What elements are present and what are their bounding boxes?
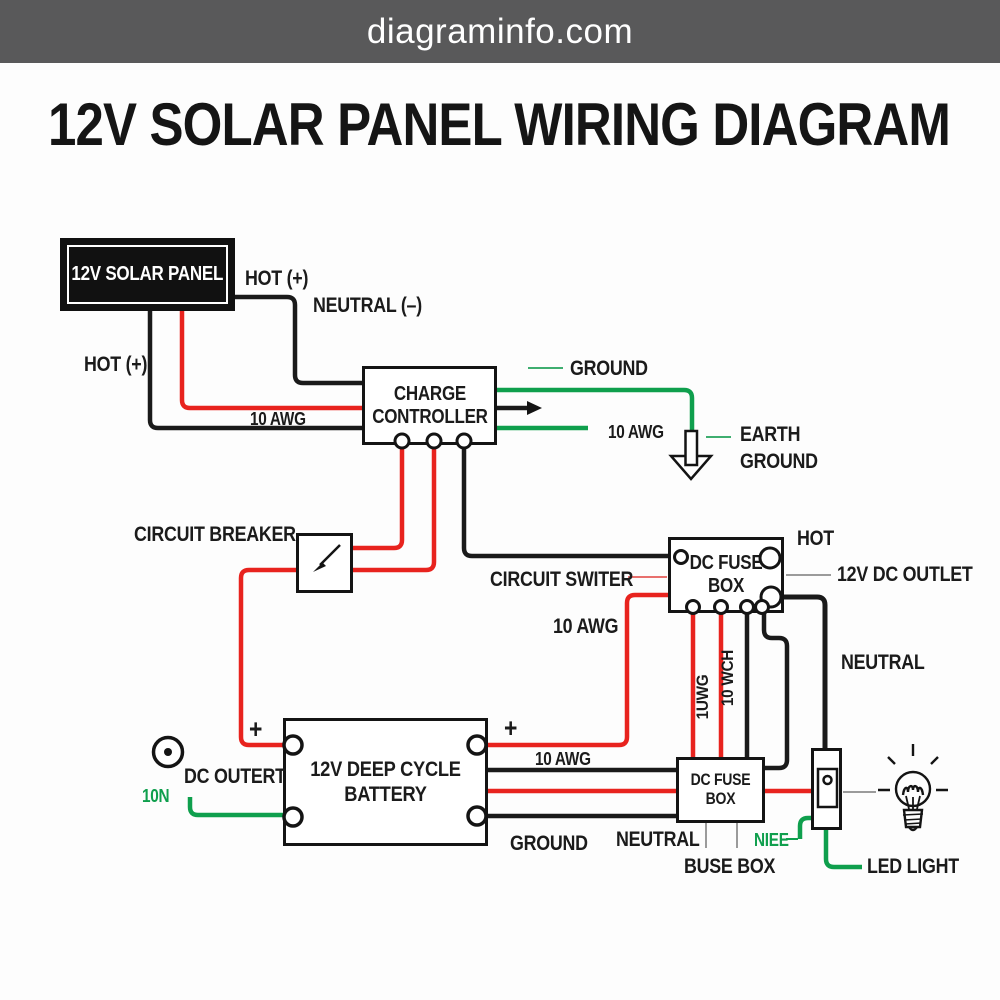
label-awg-vertical-1: 1UWG: [693, 674, 712, 720]
label-circuit-breaker: CIRCUIT BREAKER: [134, 523, 296, 546]
arrow-right-icon: [527, 401, 542, 415]
wire-battery-to-fusebox-top: [477, 592, 668, 748]
label-earth-ground: EARTH GROUND: [740, 423, 818, 473]
label-led-light: LED LIGHT: [867, 855, 959, 878]
outlet-pin: [164, 748, 172, 756]
terminal: [754, 599, 770, 615]
battery-box: 12V DEEP CYCLE BATTERY: [283, 718, 488, 846]
bulb-rays: [878, 744, 948, 792]
wire-outlet-to-battery: [187, 797, 283, 818]
label-10n: 10N: [142, 786, 170, 806]
label-hot-right: HOT: [797, 527, 834, 550]
breaker-arrow-icon: [313, 544, 341, 572]
green-wires: [187, 387, 862, 870]
charge-controller-label: CHARGE CONTROLLER: [371, 382, 488, 428]
circuit-breaker-box: [296, 533, 353, 593]
dc-outlet-icon: [151, 735, 185, 769]
label-neutral-right: NEUTRAL: [841, 651, 925, 674]
switch-button: [822, 774, 833, 786]
bulb-base: [902, 808, 924, 829]
label-neutral-bottom: NEUTRAL: [616, 828, 700, 851]
terminal: [739, 599, 755, 615]
label-dc-outlet-right: 12V DC OUTLET: [837, 563, 973, 586]
label-neutral-top: NEUTRAL (–): [313, 294, 422, 317]
terminal: [282, 734, 304, 756]
bulb-filament-legs: [905, 795, 921, 810]
switch-toggle-icon: [816, 767, 839, 809]
label-hot-top: HOT (+): [245, 267, 309, 290]
solar-panel-box: 12V SOLAR PANEL: [60, 238, 235, 311]
wire-panel-neutral: [235, 294, 362, 386]
label-awg-mid: 10 AWG: [553, 615, 619, 638]
terminal: [685, 599, 701, 615]
terminal: [758, 546, 782, 570]
wire-switch-to-led: [823, 830, 862, 870]
solar-panel-inner-border: 12V SOLAR PANEL: [67, 245, 228, 304]
wire-fusebox-to-switch: [782, 594, 828, 748]
bulb-base-threads: [902, 813, 924, 825]
dc-fuse-box-bottom-label: DC FUSE BOX: [690, 771, 751, 808]
wire-breaker-to-battery: [238, 446, 437, 748]
fusebox-terminals: [673, 546, 783, 615]
wire-ground-to-earth: [497, 387, 695, 432]
terminal: [425, 432, 443, 450]
label-circuit-switer: CIRCUIT SWITER: [490, 568, 634, 591]
label-dc-outert: DC OUTERT: [184, 765, 286, 788]
label-plus-right: +: [504, 713, 518, 743]
earth-ground-stem: [684, 429, 699, 467]
bulb-base-tip: [908, 826, 918, 832]
bulb-filament: [901, 784, 925, 796]
label-plus-left: +: [249, 714, 263, 744]
wire-controller-to-fusebox: [461, 446, 668, 559]
earth-ground-icon: [668, 429, 714, 481]
breaker-arrow-head: [313, 562, 326, 572]
wire-controller-to-breaker-1: [353, 446, 405, 551]
wire-fusebox-jog: [761, 611, 790, 771]
dc-fuse-box-bottom: DC FUSE BOX: [676, 757, 765, 823]
label-hot-left: HOT (+): [84, 353, 148, 376]
solar-panel-label: 12V SOLAR PANEL: [71, 263, 224, 285]
site-banner: diagraminfo.com: [0, 0, 1000, 63]
black-wires: [147, 294, 828, 819]
terminal: [282, 806, 304, 828]
terminal: [393, 432, 411, 450]
dc-fuse-box-top-label: DC FUSE BOX: [689, 552, 763, 597]
terminal: [466, 805, 488, 827]
site-banner-text: diagraminfo.com: [366, 11, 634, 51]
label-buse-box: BUSE BOX: [684, 855, 776, 878]
label-awg-panel: 10 AWG: [250, 409, 306, 429]
label-awg-battery: 10 AWG: [535, 749, 591, 769]
terminal: [673, 549, 689, 565]
wire-switch-ground: [797, 815, 811, 839]
label-awg-controller: 10 AWG: [608, 422, 664, 442]
wire-panel-hot-left: [147, 310, 362, 431]
label-niee: NIEE: [754, 830, 789, 850]
leader-lines: [528, 367, 876, 848]
label-awg-vertical-2: 10 WCH: [718, 649, 737, 707]
controller-terminals: [393, 432, 473, 450]
breaker-arrow-line: [319, 544, 341, 566]
switch-toggle: [816, 767, 839, 809]
terminal: [455, 432, 473, 450]
light-bulb-icon: [878, 744, 948, 832]
page-title: 12V SOLAR PANEL WIRING DIAGRAM: [48, 91, 951, 158]
battery-label: 12V DEEP CYCLE BATTERY: [310, 757, 461, 806]
battery-terminals: [282, 734, 488, 828]
label-ground-bottom: GROUND: [510, 832, 588, 855]
label-ground-top: GROUND: [570, 357, 648, 380]
wire-panel-positive: [179, 310, 362, 411]
terminal: [713, 599, 729, 615]
terminal: [466, 734, 488, 756]
